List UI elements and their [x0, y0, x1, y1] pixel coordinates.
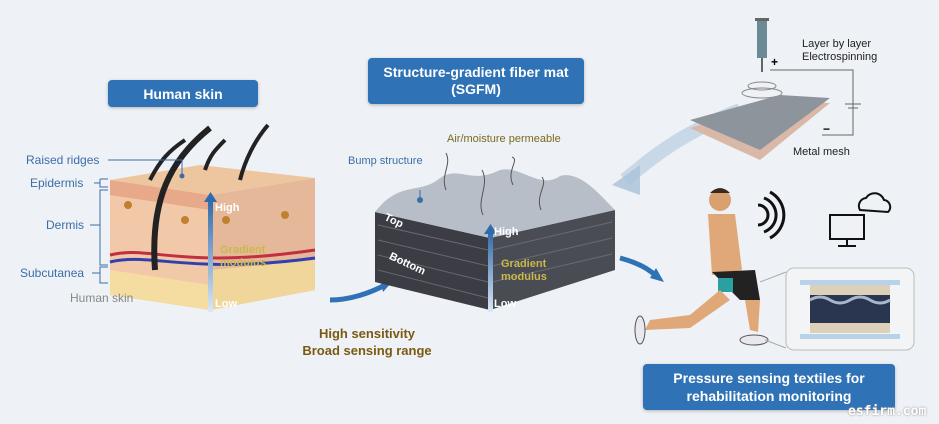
- watermark: esfirm.com: [848, 404, 927, 419]
- sgfm-gradient-low: Low: [494, 298, 516, 310]
- dermis-label: Dermis: [46, 218, 84, 232]
- sgfm-title-line1: Structure-gradient fiber mat: [383, 64, 569, 80]
- human-skin-title-text: Human skin: [143, 85, 223, 102]
- sgfm-gradient-line2: modulus: [501, 271, 547, 283]
- metal-mesh-label: Metal mesh: [793, 146, 850, 158]
- subcutanea-label: Subcutanea: [20, 266, 85, 280]
- sgfm-gradient-line1: Gradient: [501, 258, 547, 270]
- sgfm-title-line2: (SGFM): [451, 81, 501, 97]
- wireless-signal-icon: [757, 190, 786, 240]
- skin-gradient-line1: Gradient: [220, 244, 266, 256]
- human-skin-title: Human skin: [108, 80, 258, 107]
- benefit-sensitivity: High sensitivity: [318, 326, 416, 341]
- electrospinning-line2: Electrospinning: [802, 51, 878, 63]
- sgfm-gradient-high: High: [494, 226, 519, 238]
- permeable-label: Air/moisture permeable: [447, 133, 561, 145]
- skin-gradient-line2: modulus: [220, 257, 266, 269]
- electrospinning-line1: Layer by layer: [802, 38, 872, 50]
- negative-terminal: −: [823, 122, 831, 136]
- application-line1: Pressure sensing textiles for: [673, 370, 865, 386]
- sgfm-title: Structure-gradient fiber mat(SGFM): [368, 58, 584, 104]
- cloud-monitor-icon: [829, 192, 892, 247]
- application-line2: rehabilitation monitoring: [686, 388, 852, 404]
- epidermis-label: Epidermis: [30, 176, 84, 190]
- bump-structure-label: Bump structure: [348, 155, 423, 167]
- raised-ridges-label: Raised ridges: [26, 153, 100, 167]
- skin-gradient-low: Low: [215, 298, 237, 310]
- application-title: Pressure sensing textiles for rehabilitat…: [643, 364, 895, 410]
- benefit-range: Broad sensing range: [302, 343, 432, 358]
- human-skin-caption: Human skin: [70, 291, 134, 305]
- skin-gradient-high: High: [215, 202, 240, 214]
- positive-terminal: +: [771, 55, 779, 69]
